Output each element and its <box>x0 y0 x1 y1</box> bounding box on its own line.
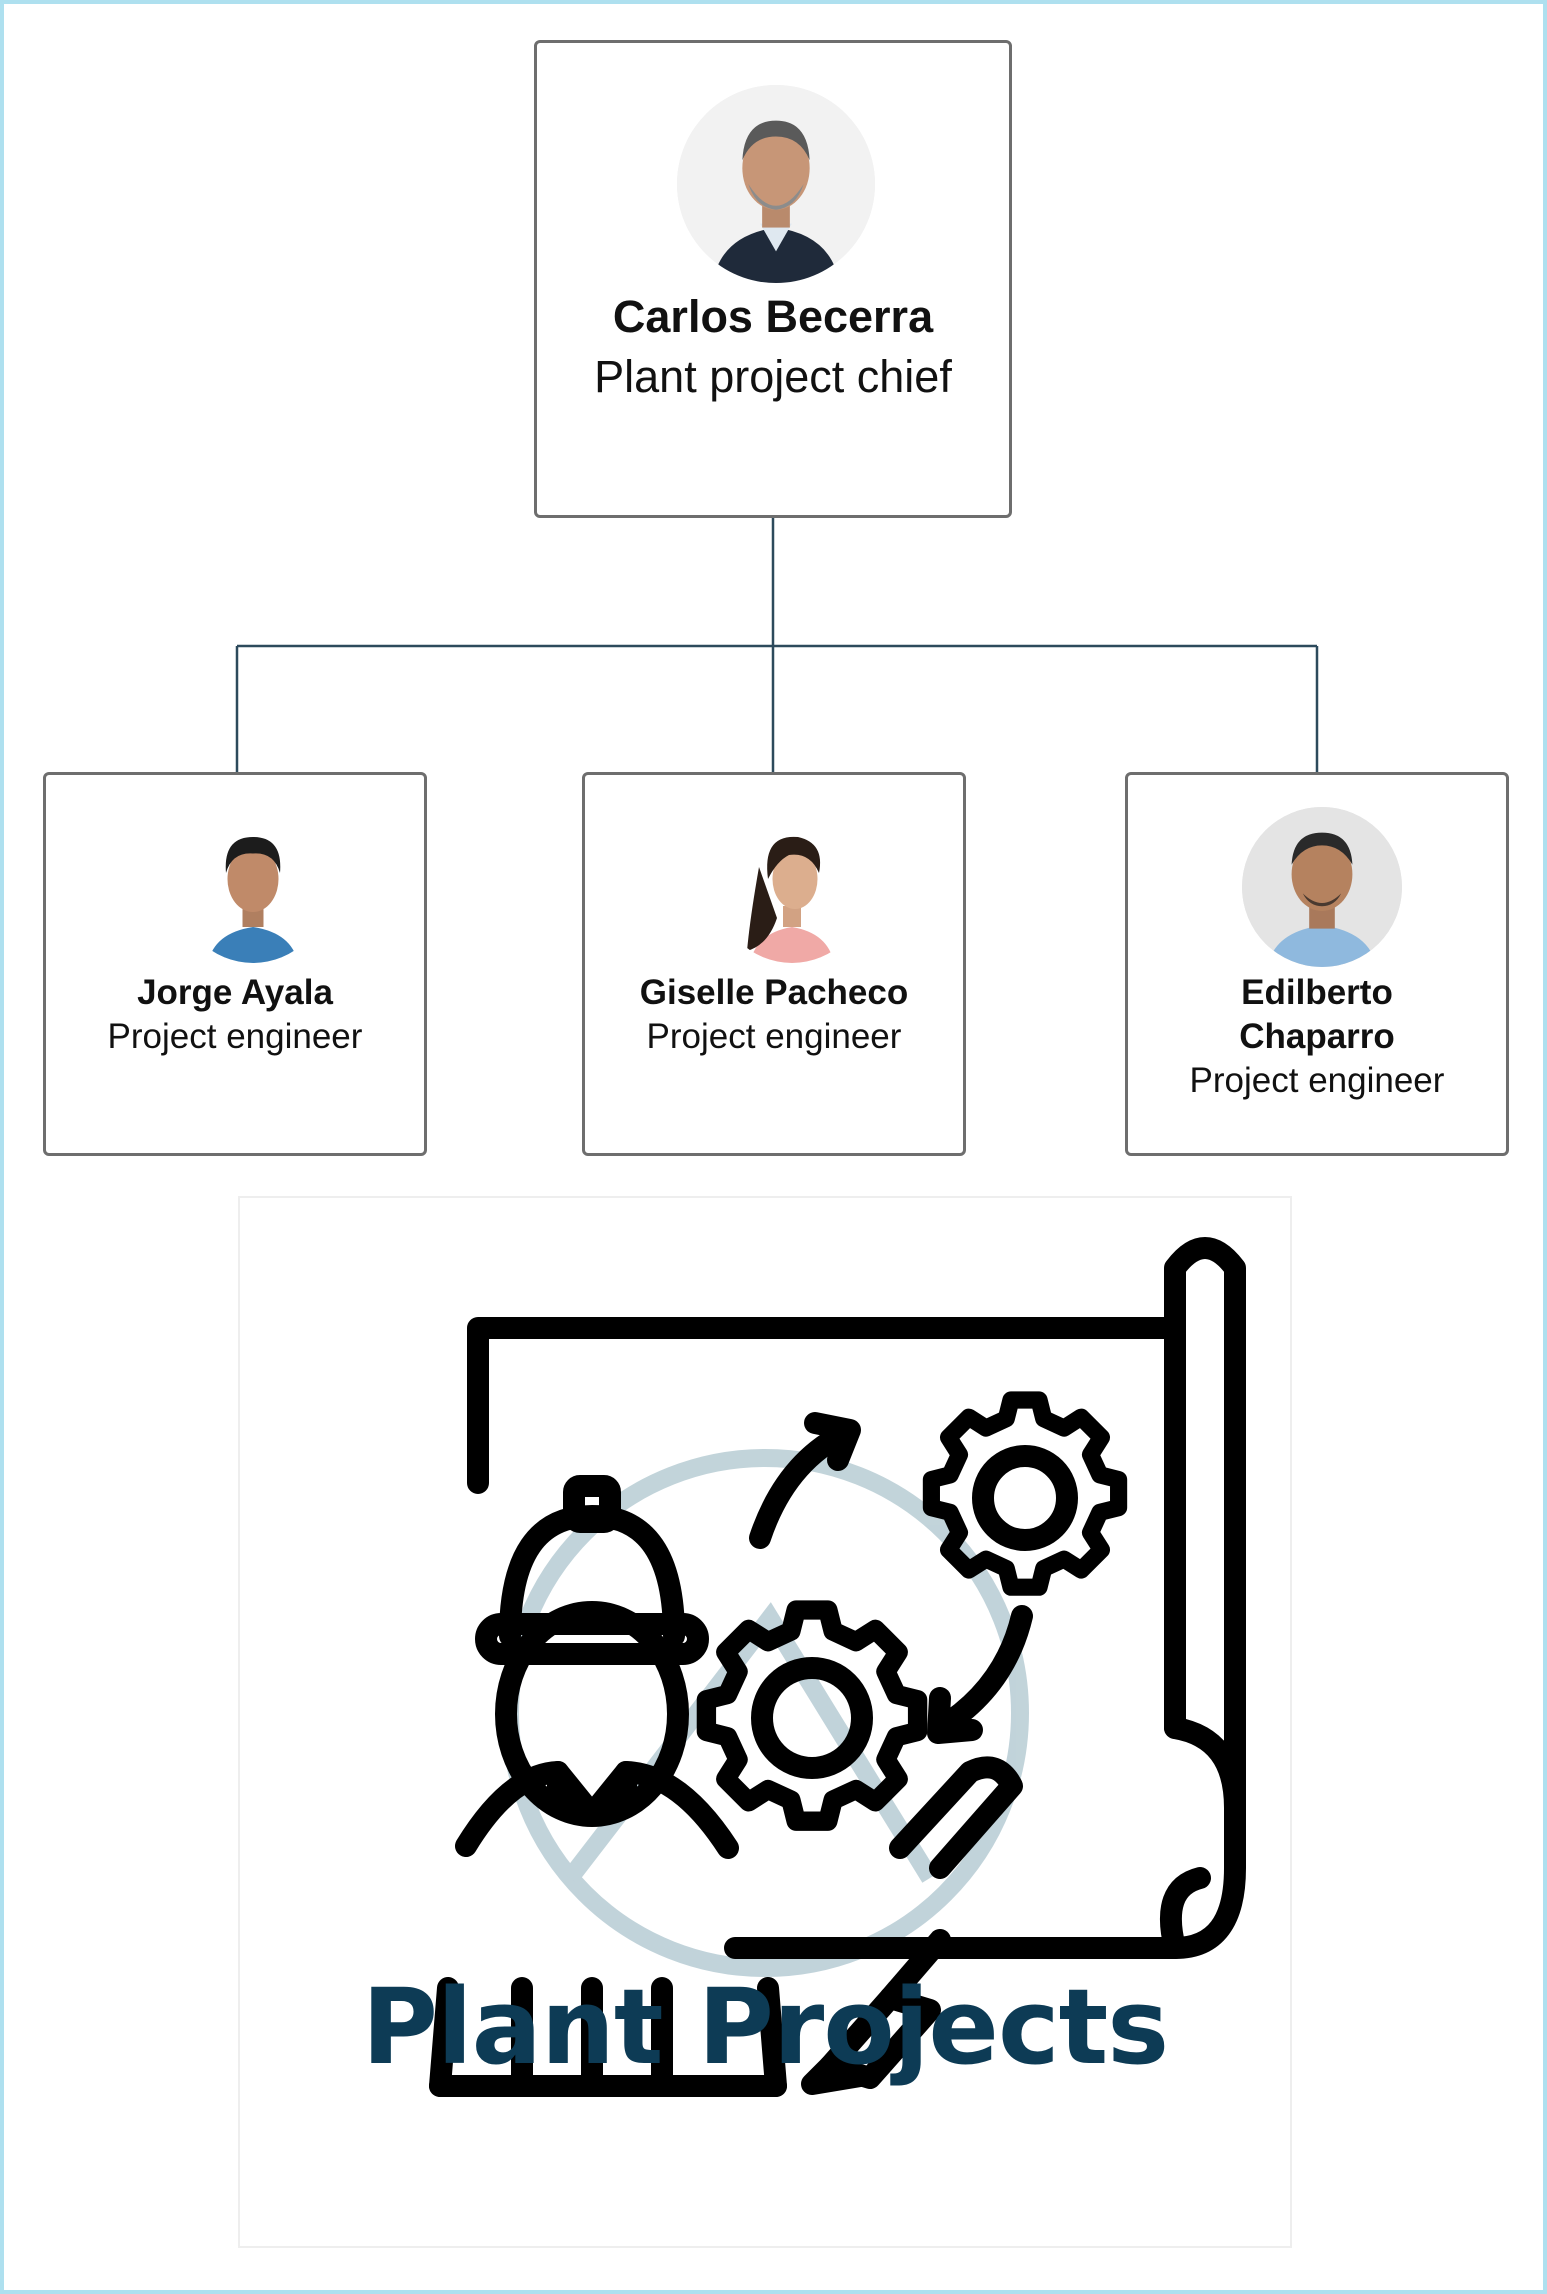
chief-photo <box>677 85 875 283</box>
engineer-photo <box>717 813 867 963</box>
person-photo-icon <box>1242 807 1402 967</box>
engineer-name: Giselle Pacheco <box>639 973 909 1012</box>
person-photo-icon <box>677 85 875 283</box>
engineer-role: Project engineer <box>646 1016 902 1056</box>
engineer-photo <box>1242 807 1402 967</box>
engineer-role: Project engineer <box>1189 1060 1445 1100</box>
engineer-name: Edilberto Chaparro <box>1239 973 1395 1056</box>
engineer-name: Jorge Ayala <box>137 973 333 1012</box>
chief-card: Carlos Becerra Plant project chief <box>534 40 1012 518</box>
arrow-icon <box>749 1422 856 1549</box>
person-photo-icon <box>717 813 867 963</box>
arrow-icon <box>929 1605 1033 1739</box>
engineer-photo <box>178 813 328 963</box>
plant-projects-logo: Plant Projects <box>238 1196 1292 2248</box>
person-photo-icon <box>178 813 328 963</box>
engineer-card: Edilberto Chaparro Project engineer <box>1125 772 1509 1156</box>
gear-icon <box>696 1600 928 1831</box>
logo-title: Plant Projects <box>361 1966 1169 2088</box>
pencil-icon <box>889 1756 1023 1879</box>
chief-role: Plant project chief <box>594 351 952 403</box>
engineer-role: Project engineer <box>107 1016 363 1056</box>
engineer-blueprint-gears-icon <box>429 1237 1246 2097</box>
gear-icon <box>922 1391 1128 1596</box>
chief-name: Carlos Becerra <box>612 291 934 342</box>
engineer-card: Giselle Pacheco Project engineer <box>582 772 966 1156</box>
engineer-card: Jorge Ayala Project engineer <box>43 772 427 1156</box>
